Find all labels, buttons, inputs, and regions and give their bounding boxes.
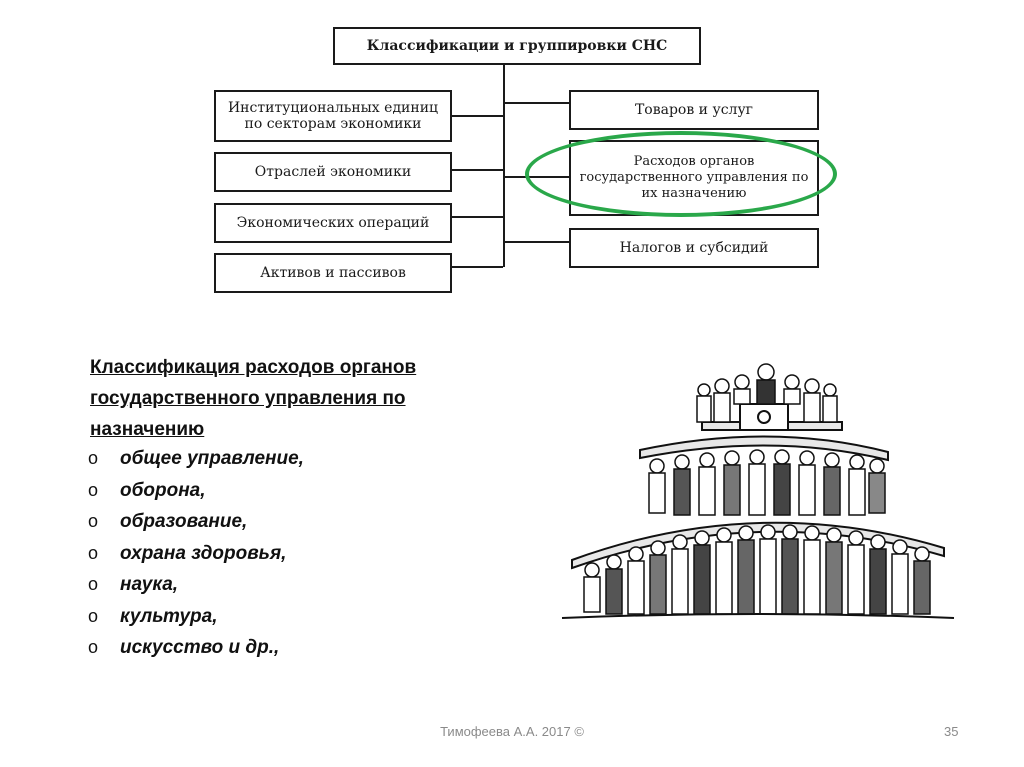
bullet-circle-icon: o [88, 605, 99, 626]
bullet-circle-icon: o [88, 479, 99, 500]
connector-left-1 [452, 115, 503, 117]
left-box-industries: Отраслей экономики [214, 152, 452, 192]
list-item: o образование, [88, 506, 304, 538]
section-heading: Классификация расходов органов государст… [90, 357, 417, 440]
list-item-label: оборона, [120, 479, 206, 501]
left-box-institutional: Институциональных единиц по секторам эко… [214, 90, 452, 142]
bullet-circle-icon: o [88, 574, 99, 594]
page-number: 35 [944, 724, 959, 739]
list-item-label: наука, [120, 574, 179, 595]
list-item-label: охрана здоровья, [120, 542, 287, 564]
list-item: o общее управление, [88, 443, 304, 475]
right-box-goods: Товаров и услуг [569, 90, 819, 130]
list-item: o культура, [88, 601, 304, 633]
bullet-circle-icon: o [88, 511, 99, 531]
left-box-assets: Активов и пассивов [214, 253, 452, 293]
list-item: o наука, [88, 569, 304, 601]
list-item: o охрана здоровья, [88, 538, 304, 570]
connector-vertical [503, 65, 505, 267]
people-pyramid-illustration [561, 363, 955, 619]
list-item-label: общее управление, [120, 448, 304, 469]
list-item-label: искусство и др., [120, 637, 280, 658]
bullet-circle-icon: o [88, 637, 99, 657]
right-box-taxes: Налогов и субсидий [569, 228, 819, 268]
highlight-ellipse [525, 131, 837, 217]
expense-list: o общее управление, o оборона, o образовани… [88, 443, 304, 664]
footer-author: Тимофеева А.А. 2017 © [440, 724, 584, 739]
connector-left-3 [452, 216, 503, 218]
connector-left-2 [452, 169, 503, 171]
root-box: Классификации и группировки СНС [333, 27, 701, 65]
bullet-circle-icon: o [88, 542, 99, 563]
connector-left-4 [452, 266, 503, 268]
list-item-label: образование, [120, 511, 248, 532]
bullet-circle-icon: o [88, 448, 99, 468]
list-item: o оборона, [88, 475, 304, 507]
left-box-operations: Экономических операций [214, 203, 452, 243]
connector-right-1 [505, 102, 569, 104]
connector-right-3 [505, 241, 569, 243]
list-item-label: культура, [120, 605, 218, 627]
list-item: o искусство и др., [88, 632, 304, 664]
